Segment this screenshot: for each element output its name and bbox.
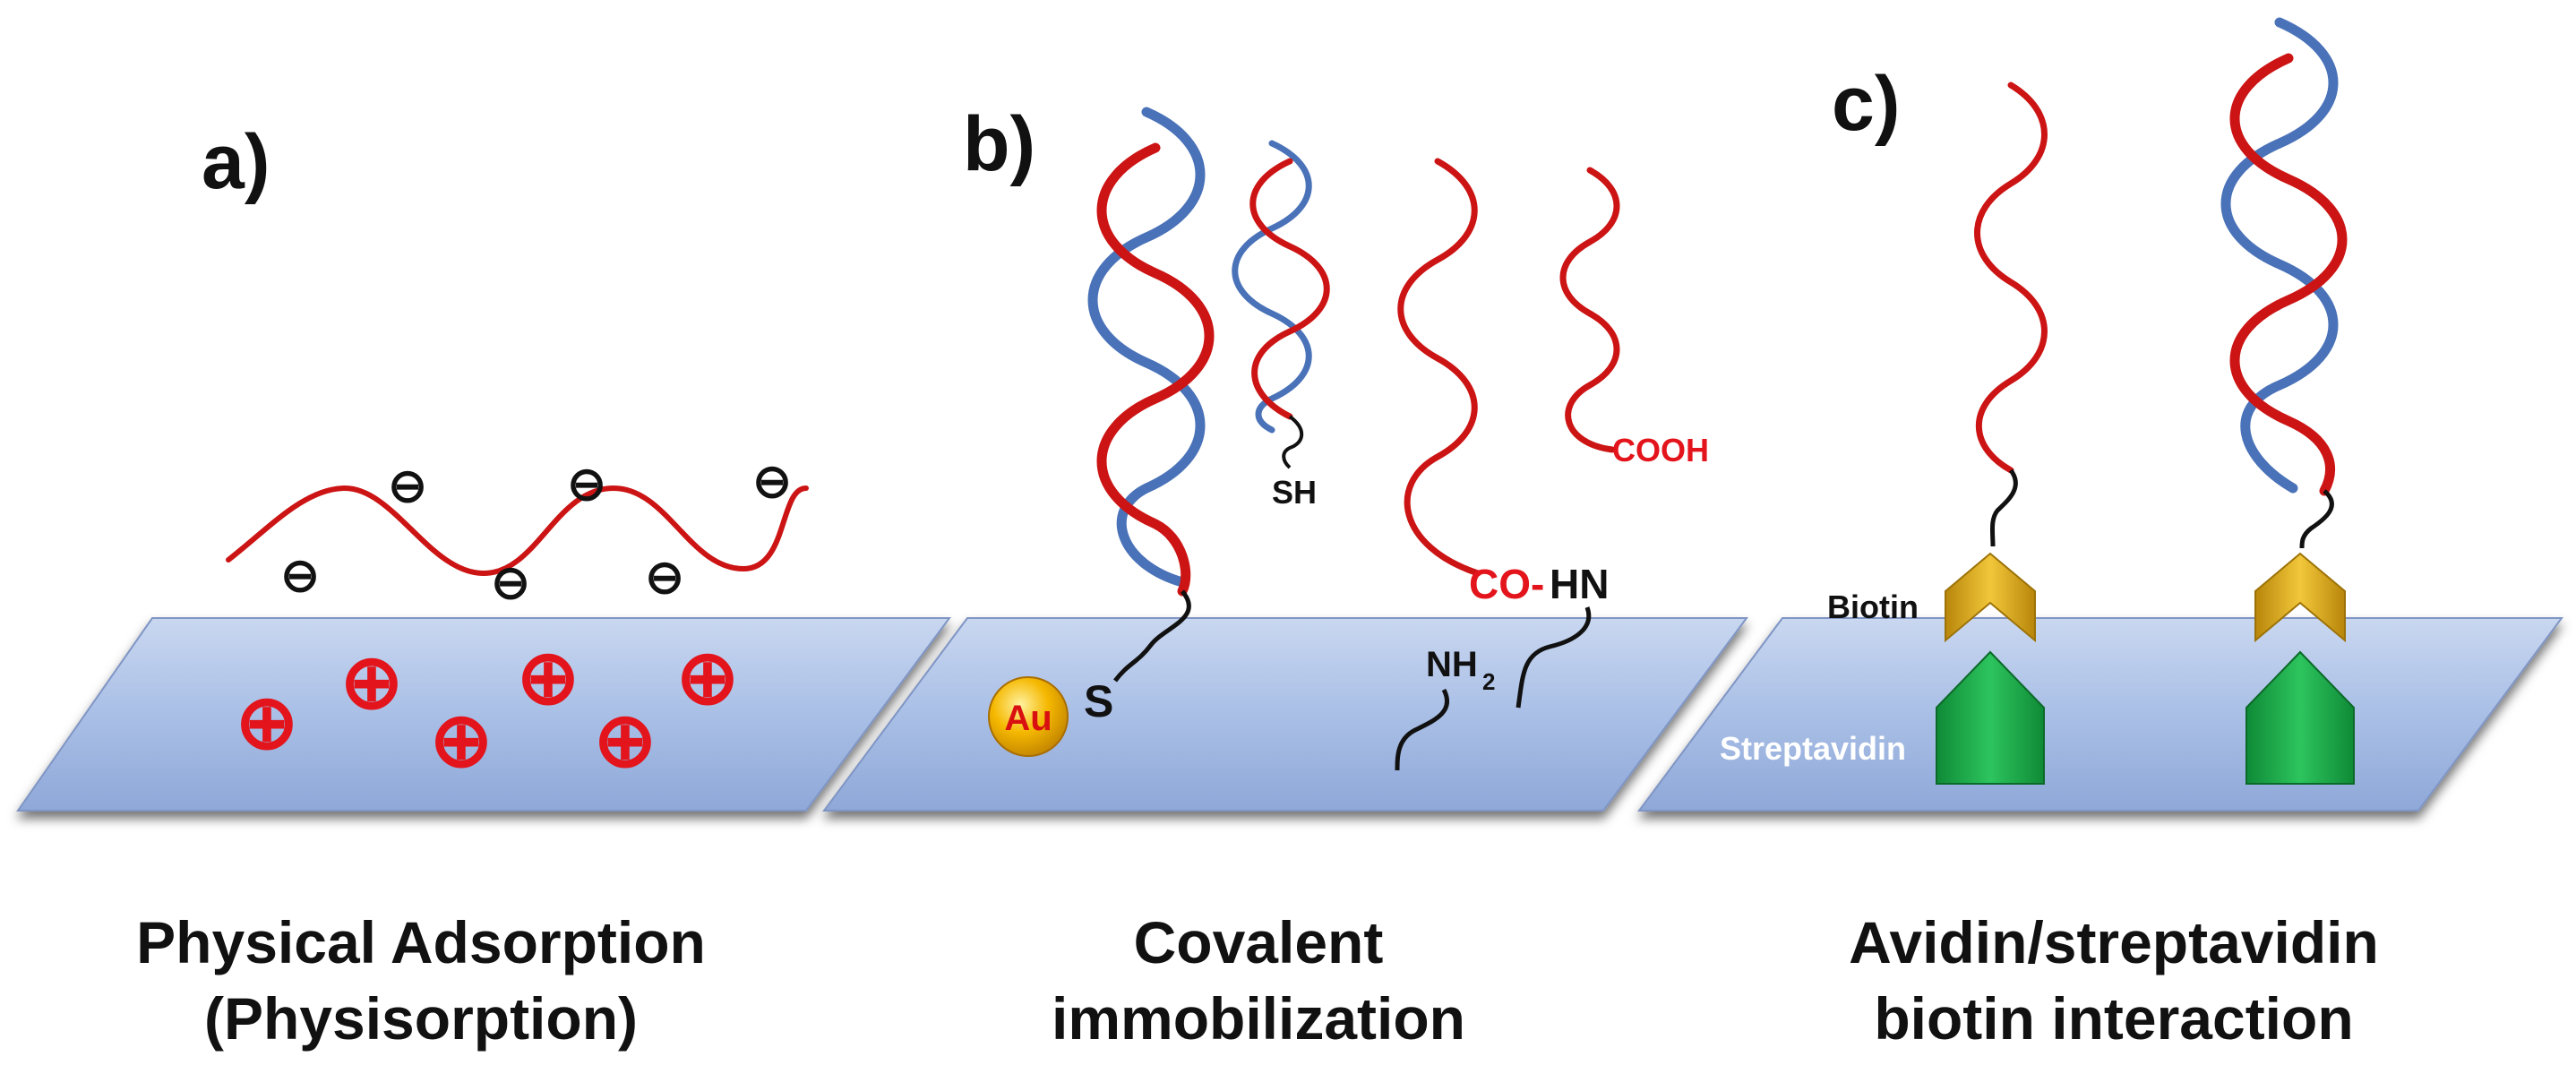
thiol-label: SH xyxy=(1272,474,1317,511)
positive-charge: ⊕ xyxy=(430,698,493,782)
streptavidin-label: Streptavidin xyxy=(1720,730,1906,767)
ssdna-amide: CO- HN xyxy=(1397,158,1609,709)
negative-charges: ⊖ ⊖ ⊖ ⊖ ⊖ ⊖ xyxy=(280,456,792,609)
gold-label: Au xyxy=(1004,699,1052,738)
negative-charge: ⊖ xyxy=(280,550,320,602)
panel-c-letter: c) xyxy=(1832,61,1900,147)
amine-label: NH xyxy=(1426,645,1478,684)
positive-charge: ⊕ xyxy=(340,640,403,724)
small-dsdna-blue-strand xyxy=(1232,140,1312,434)
sulfur-label: S xyxy=(1084,676,1113,726)
surface-b xyxy=(822,617,1748,812)
amine-linker xyxy=(1395,688,1450,771)
dsdna-red-strand xyxy=(1096,142,1215,597)
adsorbed-ssdna-strand xyxy=(226,485,809,577)
surface-b-plate xyxy=(822,617,1748,812)
panel-a-letter: a) xyxy=(202,119,270,205)
biotin-ssdna-strand xyxy=(1974,82,2048,474)
biotin-dsdna-assembly xyxy=(2220,17,2355,785)
positive-charge: ⊕ xyxy=(594,698,657,782)
caption-b-line1: Covalent xyxy=(1134,909,1384,975)
carboxyl-ssdna-strand xyxy=(1559,167,1620,453)
negative-charge: ⊖ xyxy=(645,552,684,604)
biotin-linker xyxy=(1989,468,2018,547)
dsdna-thiol: SH xyxy=(1232,140,1330,511)
surface-c xyxy=(1637,617,2563,812)
small-dsdna-red-strand xyxy=(1249,158,1330,420)
biotin-dsdna-linker xyxy=(2299,489,2334,549)
positive-charge: ⊕ xyxy=(676,635,739,719)
caption-c-line1: Avidin/streptavidin xyxy=(1849,909,2379,975)
negative-charge: ⊖ xyxy=(388,460,427,512)
caption-a-line1: Physical Adsorption xyxy=(136,909,706,975)
caption-b-line2: immobilization xyxy=(1052,985,1465,1052)
positive-charge: ⊕ xyxy=(236,680,298,764)
linker xyxy=(1113,589,1191,683)
amide-nh-label: HN xyxy=(1550,561,1609,607)
surface-c-plate xyxy=(1637,617,2563,812)
surface-amine: NH 2 xyxy=(1395,645,1495,771)
carbonyl-label: CO- xyxy=(1469,561,1544,607)
biotin-chevron xyxy=(1945,552,2036,643)
streptavidin-block xyxy=(2245,650,2355,785)
dsdna-thiol-gold: S Au xyxy=(988,107,1215,757)
amide-ssdna-strand xyxy=(1397,158,1481,577)
surface-a-plate xyxy=(16,617,951,812)
negative-charge: ⊖ xyxy=(752,456,792,508)
streptavidin-block xyxy=(1936,650,2045,785)
biotin-dsdna-red-strand xyxy=(2229,53,2348,496)
biotin-chevron xyxy=(2254,552,2346,643)
gold-nanoparticle xyxy=(988,676,1069,757)
thiol-linker xyxy=(1282,415,1304,469)
ssdna-carboxyl: COOH xyxy=(1559,167,1709,468)
positive-charge: ⊕ xyxy=(517,635,580,719)
negative-charge: ⊖ xyxy=(491,557,530,609)
biotin-dsdna-blue-strand xyxy=(2220,17,2339,494)
surface-a xyxy=(16,617,951,812)
biotin-ssdna-assembly xyxy=(1936,82,2048,785)
amine-subscript: 2 xyxy=(1482,668,1495,695)
caption-c-line2: biotin interaction xyxy=(1874,985,2353,1052)
negative-charge: ⊖ xyxy=(567,459,606,511)
biotin-label: Biotin xyxy=(1827,588,1919,625)
panel-b-letter: b) xyxy=(963,101,1035,187)
caption-a-line2: (Physisorption) xyxy=(204,985,638,1052)
amide-linker xyxy=(1516,606,1592,709)
carboxyl-label: COOH xyxy=(1612,432,1709,468)
positive-charges: ⊕ ⊕ ⊕ ⊕ ⊕ ⊕ xyxy=(236,635,739,782)
